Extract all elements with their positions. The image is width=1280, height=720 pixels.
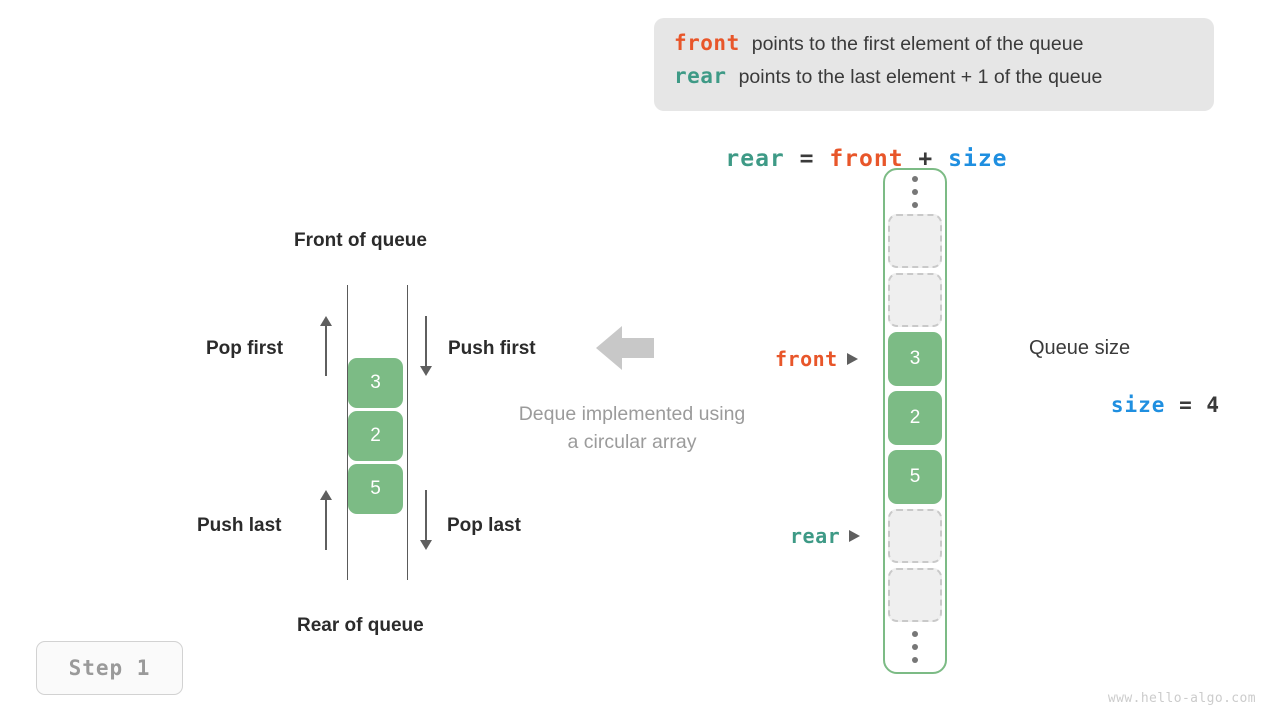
array-ellipsis-top [888,174,942,210]
queue-size-assign: = [1165,393,1207,417]
pointer-front: front [775,347,858,371]
legend-line-front: front points to the first element of the… [674,31,1194,64]
legend-keyword-front: front [674,31,740,55]
pop-last-arrow-icon [419,490,433,550]
queue-size-value: 4 [1206,393,1221,417]
formula-equals: = [784,146,830,172]
pointer-rear: rear [790,524,861,548]
op-label-pop-first: Pop first [206,338,284,359]
array-slot-filled: 5 [888,450,942,504]
circular-array-container [883,168,947,674]
deque-cell: 5 [348,464,403,514]
legend-box: front points to the first element of the… [654,18,1214,111]
pointer-front-label: front [775,347,838,371]
legend-keyword-rear: rear [674,64,727,88]
pointer-rear-arrow-icon [849,530,861,542]
formula-rear-equals-front-plus-size: rear = front + size [666,120,1008,198]
op-label-push-first: Push first [448,338,536,359]
pointer-rear-label: rear [790,524,841,548]
legend-line-rear: rear points to the last element + 1 of t… [674,64,1194,97]
formula-size: size [948,146,1008,172]
array-ellipsis-bottom [888,629,942,665]
array-slot-empty [888,273,942,327]
watermark: www.hello-algo.com [1107,691,1256,706]
legend-text-front: points to the first element of the queue [751,33,1084,55]
deque-rear-label: Rear of queue [297,615,424,636]
array-slot-empty [888,568,942,622]
pointer-front-arrow-icon [846,353,858,365]
deque-rail-left [347,285,348,580]
queue-size-title: Queue size [1029,337,1131,359]
array-slot-empty [888,509,942,563]
deque-cell: 3 [348,358,403,408]
op-label-push-last: Push last [197,515,282,536]
op-label-pop-last: Pop last [447,515,521,536]
queue-size-var: size [1110,393,1166,417]
caption-line-1: Deque implemented using [518,403,746,425]
queue-size-info: Queue size size = 4 [1029,337,1220,441]
caption-line-2: a circular array [567,431,697,453]
left-block-arrow-icon [596,326,654,370]
legend-text-rear: points to the last element + 1 of the qu… [738,66,1103,88]
array-slot-filled: 2 [888,391,942,445]
deque-caption: Deque implemented using a circular array [482,400,782,456]
push-first-arrow-icon [419,316,433,376]
formula-rear: rear [725,146,785,172]
deque-front-label: Front of queue [294,230,427,251]
pop-first-arrow-icon [319,316,333,376]
formula-plus: + [903,146,949,172]
deque-rail-right [407,285,408,580]
step-badge: Step 1 [36,641,183,695]
deque-cell: 2 [348,411,403,461]
array-slot-filled: 3 [888,332,942,386]
array-slot-empty [888,214,942,268]
queue-size-expression: size = 4 [1029,369,1220,441]
formula-front: front [829,146,904,172]
push-last-arrow-icon [319,490,333,550]
